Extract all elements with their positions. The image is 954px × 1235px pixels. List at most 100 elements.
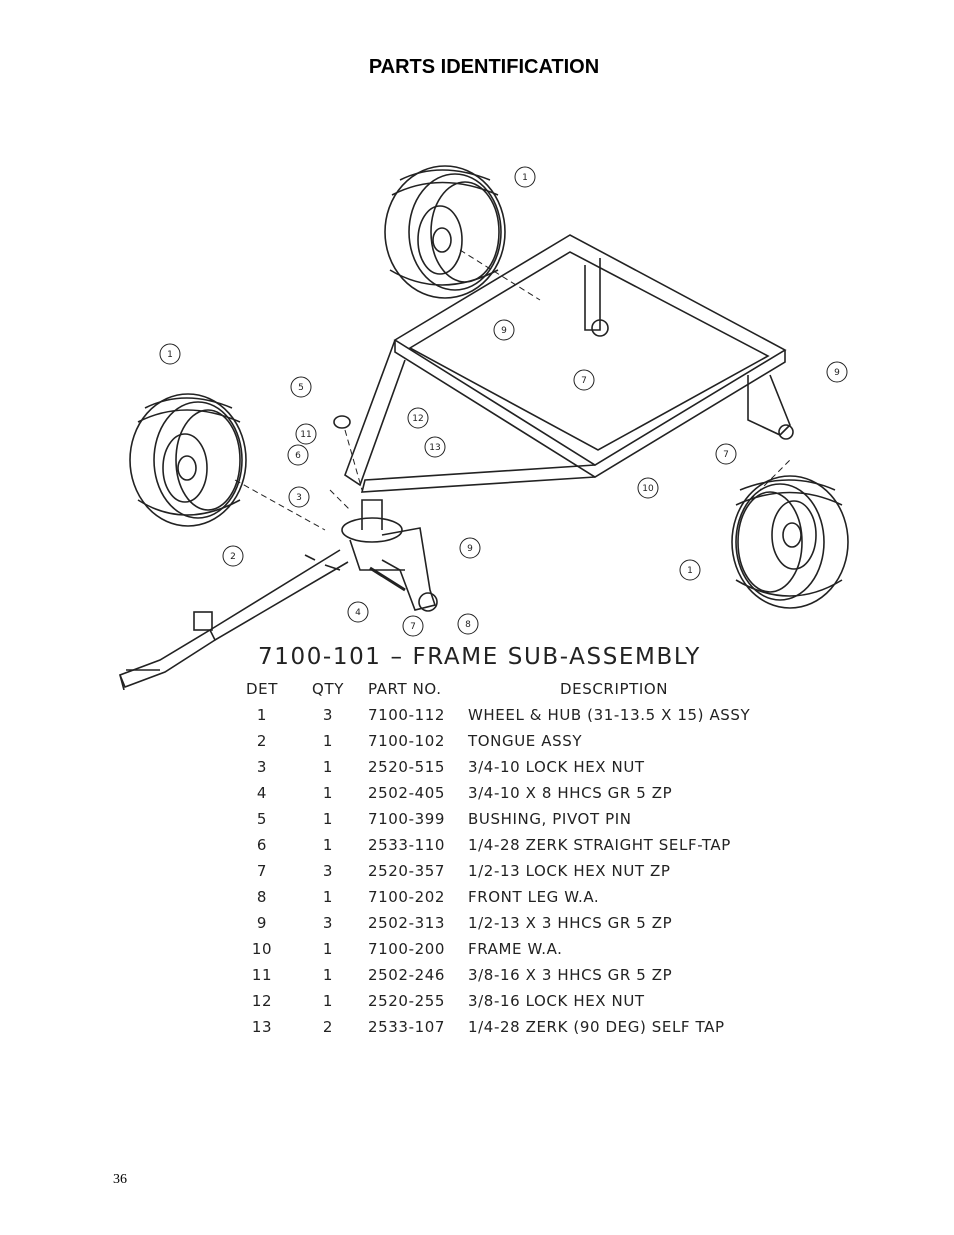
svg-text:9: 9	[501, 326, 507, 336]
table-row: 9 3 2502-313 1/2-13 X 3 HHCS GR 5 ZP	[230, 914, 830, 938]
row-description: 3/8-16 X 3 HHCS GR 5 ZP	[468, 966, 673, 984]
row-det: 7	[256, 862, 268, 880]
row-part-no: 2533-110	[368, 836, 446, 854]
table-row: 7 3 2520-357 1/2-13 LOCK HEX NUT ZP	[230, 862, 830, 886]
table-row: 12 1 2520-255 3/8-16 LOCK HEX NUT	[230, 992, 830, 1016]
row-description: 3/4-10 X 8 HHCS GR 5 ZP	[468, 784, 673, 802]
header-part-no: PART NO.	[368, 680, 442, 698]
front-leg-drawing	[341, 499, 438, 612]
svg-text:7: 7	[581, 376, 587, 386]
wheel-drawing-top	[384, 165, 506, 299]
svg-text:1: 1	[687, 566, 693, 576]
svg-text:10: 10	[642, 484, 654, 494]
row-part-no: 2520-357	[368, 862, 446, 880]
callout-9-right: 9	[826, 361, 848, 383]
table-row: 2 1 7100-102 TONGUE ASSY	[230, 732, 830, 756]
tongue-drawing	[118, 549, 349, 690]
row-description: 1/4-28 ZERK (90 DEG) SELF TAP	[468, 1018, 725, 1036]
svg-text:3: 3	[296, 493, 302, 503]
row-part-no: 2502-405	[368, 784, 446, 802]
row-part-no: 7100-102	[368, 732, 446, 750]
frame-drawing	[344, 234, 794, 493]
table-row: 8 1 7100-202 FRONT LEG W.A.	[230, 888, 830, 912]
row-det: 2	[256, 732, 268, 750]
svg-text:5: 5	[298, 383, 304, 393]
row-part-no: 7100-200	[368, 940, 446, 958]
callout-12: 12	[407, 407, 429, 429]
row-description: 3/8-16 LOCK HEX NUT	[468, 992, 645, 1010]
row-description: 1/2-13 X 3 HHCS GR 5 ZP	[468, 914, 673, 932]
row-det: 1	[256, 706, 268, 724]
row-qty: 1	[322, 888, 334, 906]
svg-text:4: 4	[355, 608, 361, 618]
row-description: 1/2-13 LOCK HEX NUT ZP	[468, 862, 671, 880]
callout-10: 10	[637, 477, 659, 499]
svg-text:11: 11	[300, 430, 311, 440]
callout-9-top: 9	[493, 319, 515, 341]
svg-text:9: 9	[467, 544, 473, 554]
row-qty: 3	[322, 914, 334, 932]
row-part-no: 7100-202	[368, 888, 446, 906]
wheel-drawing-left	[129, 393, 247, 527]
callout-7-top: 7	[573, 369, 595, 391]
callout-11: 11	[295, 423, 317, 445]
row-qty: 3	[322, 706, 334, 724]
callout-1-right: 1	[679, 559, 701, 581]
row-description: FRAME W.A.	[468, 940, 563, 958]
row-part-no: 2520-515	[368, 758, 446, 776]
table-row: 4 1 2502-405 3/4-10 X 8 HHCS GR 5 ZP	[230, 784, 830, 808]
callout-8: 8	[457, 613, 479, 635]
table-row: 13 2 2533-107 1/4-28 ZERK (90 DEG) SELF …	[230, 1018, 830, 1042]
svg-text:9: 9	[834, 368, 840, 378]
row-part-no: 7100-399	[368, 810, 446, 828]
callout-4: 4	[347, 601, 369, 623]
row-qty: 1	[322, 732, 334, 750]
row-qty: 1	[322, 992, 334, 1010]
row-det: 6	[256, 836, 268, 854]
table-row: 6 1 2533-110 1/4-28 ZERK STRAIGHT SELF-T…	[230, 836, 830, 860]
table-row: 11 1 2502-246 3/8-16 X 3 HHCS GR 5 ZP	[230, 966, 830, 990]
svg-text:8: 8	[465, 620, 471, 630]
table-row: 5 1 7100-399 BUSHING, PIVOT PIN	[230, 810, 830, 834]
callout-9-bottom: 9	[459, 537, 481, 559]
table-row: 3 1 2520-515 3/4-10 LOCK HEX NUT	[230, 758, 830, 782]
row-description: FRONT LEG W.A.	[468, 888, 600, 906]
row-det: 4	[256, 784, 268, 802]
row-qty: 1	[322, 784, 334, 802]
svg-text:1: 1	[167, 350, 173, 360]
row-det: 13	[251, 1018, 273, 1036]
table-row: 10 1 7100-200 FRAME W.A.	[230, 940, 830, 964]
row-description: 3/4-10 LOCK HEX NUT	[468, 758, 645, 776]
row-qty: 1	[322, 836, 334, 854]
callout-6: 6	[287, 444, 309, 466]
header-description: DESCRIPTION	[560, 680, 669, 698]
callout-1-left: 1	[159, 343, 181, 365]
row-det: 9	[256, 914, 268, 932]
row-det: 8	[256, 888, 268, 906]
frame-exploded-view-drawing: 1 1 1 2 3 4 5 6 7 7 7 8 9 9 9 10 11 12 1…	[118, 165, 849, 690]
row-qty: 1	[322, 940, 334, 958]
header-qty: QTY	[312, 680, 344, 698]
row-description: WHEEL & HUB (31-13.5 X 15) ASSY	[468, 706, 751, 724]
row-qty: 2	[322, 1018, 334, 1036]
callout-2: 2	[222, 545, 244, 567]
svg-text:1: 1	[522, 173, 528, 183]
callout-7-bottom: 7	[402, 615, 424, 637]
row-part-no: 2520-255	[368, 992, 446, 1010]
row-qty: 1	[322, 810, 334, 828]
row-part-no: 2502-313	[368, 914, 446, 932]
callout-13: 13	[424, 436, 446, 458]
callout-1-top: 1	[514, 166, 536, 188]
row-part-no: 2533-107	[368, 1018, 446, 1036]
table-row: 1 3 7100-112 WHEEL & HUB (31-13.5 X 15) …	[230, 706, 830, 730]
svg-text:7: 7	[410, 622, 416, 632]
svg-text:7: 7	[723, 450, 729, 460]
svg-text:6: 6	[295, 451, 301, 461]
row-det: 12	[251, 992, 273, 1010]
table-header: DET QTY PART NO. DESCRIPTION	[230, 680, 830, 704]
row-det: 5	[256, 810, 268, 828]
row-det: 3	[256, 758, 268, 776]
row-det: 11	[251, 966, 273, 984]
page-title: PARTS IDENTIFICATION	[368, 56, 600, 78]
callout-3: 3	[288, 486, 310, 508]
